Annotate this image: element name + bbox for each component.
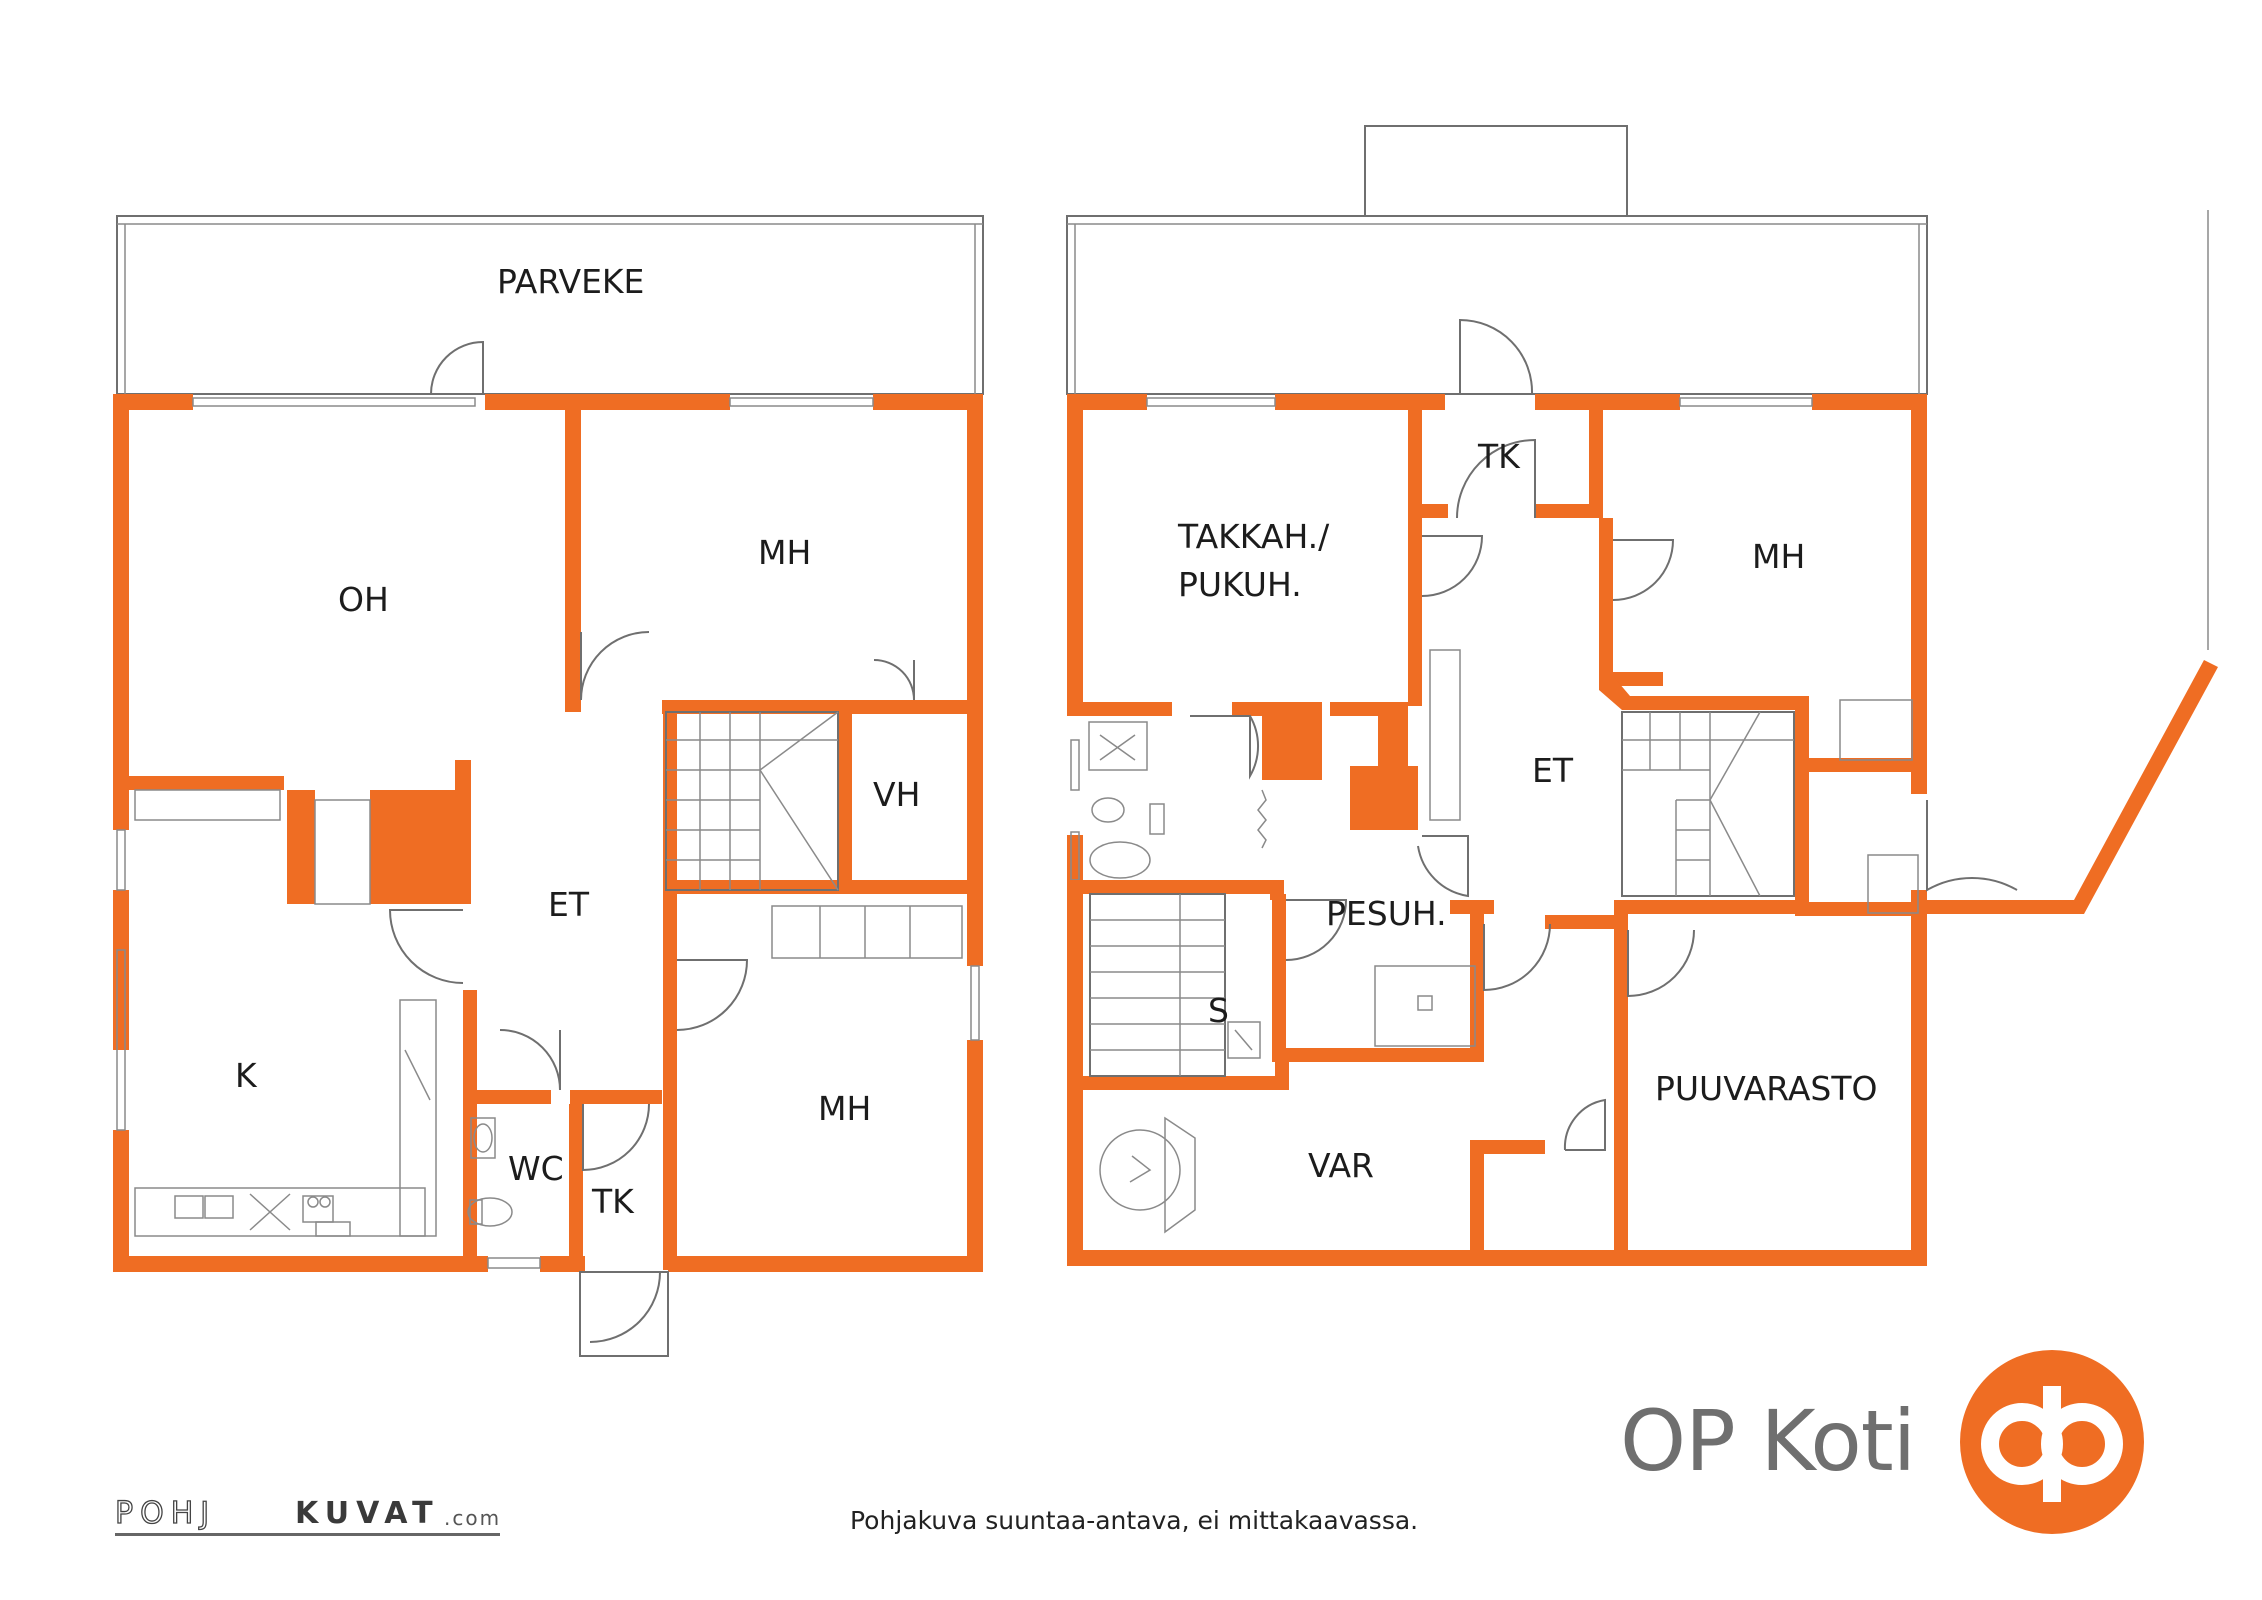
- room-label-takkah: TAKKAH./: [1177, 517, 1330, 556]
- room-label-parveke: PARVEKE: [497, 262, 644, 301]
- upper-windows: [1070, 397, 1813, 881]
- ground-interior-walls: [129, 394, 967, 1270]
- brand-name: OP Koti: [1620, 1392, 1916, 1490]
- room-label-k: K: [235, 1056, 258, 1095]
- ground-outer-walls: [113, 394, 983, 1272]
- upper-staircase: [1089, 711, 1795, 1077]
- upper-balcony-outline: [1066, 215, 1928, 395]
- ground-staircase: [665, 711, 839, 891]
- wc-fixtures: [467, 1117, 513, 1227]
- room-label-mh-upper: MH: [758, 533, 811, 572]
- room-label-mh-lower: MH: [818, 1089, 871, 1128]
- upper-interior-walls: [1067, 394, 1911, 1265]
- room-label-pesuh: PESUH.: [1326, 894, 1447, 933]
- upper-outer-walls: [1067, 394, 2218, 1266]
- ground-windows: [116, 397, 980, 1269]
- op-logo-icon: [1960, 1350, 2144, 1534]
- balcony-outline: [116, 215, 984, 395]
- room-label-vh: VH: [873, 775, 920, 814]
- room-label-tk-upper: TK: [1477, 437, 1521, 476]
- ground-doors: [388, 340, 915, 1357]
- room-label-et: ET: [548, 885, 590, 924]
- ground-floor: PARVEKE OH MH VH ET K WC TK MH: [113, 215, 984, 1357]
- room-label-et-upper: ET: [1532, 751, 1574, 790]
- room-label-mh-upper-floor: MH: [1752, 537, 1805, 576]
- room-label-pukuh: PUKUH.: [1178, 565, 1302, 604]
- credit-domain-text: .com: [444, 1506, 502, 1530]
- upper-fixtures: [1088, 649, 1919, 1234]
- credit-right-text: KUVAT: [295, 1496, 440, 1531]
- upper-floor: TK TAKKAH./ PUKUH. MH ET PESUH. S VAR PU…: [1066, 125, 2218, 1266]
- credit-underline: [115, 1533, 500, 1536]
- room-label-oh: OH: [338, 580, 389, 619]
- kitchen-counters: [134, 789, 437, 1237]
- room-label-var: VAR: [1308, 1146, 1374, 1185]
- room-label-tk: TK: [591, 1182, 635, 1221]
- room-label-s: S: [1208, 991, 1229, 1030]
- upper-doors: [1190, 318, 2018, 1151]
- room-label-wc: WC: [508, 1149, 564, 1188]
- room-label-puuvarasto: PUUVARASTO: [1655, 1069, 1878, 1108]
- credit-left-text: POHJ: [114, 1495, 217, 1531]
- wardrobe: [771, 905, 963, 959]
- disclaimer-note: Pohjakuva suuntaa-antava, ei mittakaavas…: [850, 1506, 1419, 1535]
